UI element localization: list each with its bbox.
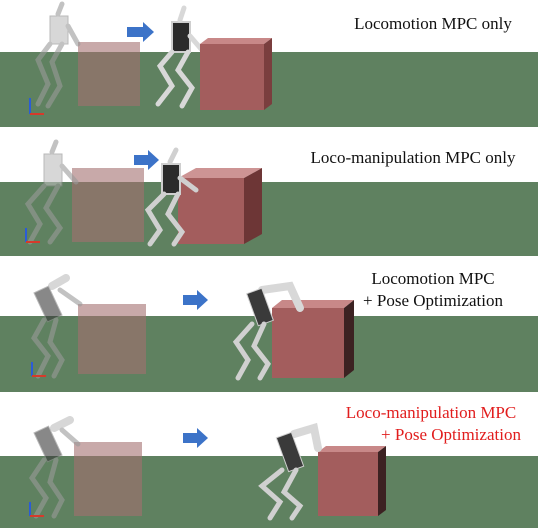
ghost-box xyxy=(78,304,146,374)
axis-icon xyxy=(25,228,40,243)
scene-4 xyxy=(0,416,538,528)
arrow-right-icon xyxy=(134,150,159,170)
ghost-robot xyxy=(28,416,81,519)
box xyxy=(272,300,354,378)
caption-line-1: Loco-manipulation MPC only xyxy=(310,148,516,167)
ghost-box xyxy=(72,168,144,242)
caption-line-2: + Pose Optimization xyxy=(381,425,521,444)
scene-3 xyxy=(0,274,538,392)
panel-3: Locomotion MPC + Pose Optimization xyxy=(0,264,538,392)
caption-line-1: Locomotion MPC only xyxy=(354,14,512,33)
scene-1 xyxy=(0,1,538,127)
arrow-right-icon xyxy=(183,290,208,310)
ghost-box xyxy=(74,442,142,516)
ghost-robot xyxy=(31,274,83,379)
caption-line-2: + Pose Optimization xyxy=(363,291,503,310)
panel-2: Loco-manipulation MPC only xyxy=(0,138,538,256)
ghost-box xyxy=(78,42,140,106)
caption: Loco-manipulation MPC only xyxy=(298,147,528,169)
arrow-right-icon xyxy=(183,428,208,448)
axis-icon xyxy=(29,502,44,517)
box xyxy=(318,446,386,516)
caption-line-1: Loco-manipulation MPC xyxy=(345,403,517,422)
robot xyxy=(258,422,322,521)
scene-2 xyxy=(0,139,538,256)
panel-4: Loco-manipulation MPC + Pose Optimizatio… xyxy=(0,398,538,528)
caption: Locomotion MPC only xyxy=(338,13,528,35)
box xyxy=(178,168,262,244)
arrow-right-icon xyxy=(127,22,154,42)
box xyxy=(200,38,272,110)
caption: Loco-manipulation MPC + Pose Optimizatio… xyxy=(324,402,538,446)
robot xyxy=(232,281,304,381)
ghost-robot xyxy=(35,1,81,109)
axis-icon xyxy=(31,362,46,377)
robot xyxy=(144,147,199,247)
panel-1: Locomotion MPC only xyxy=(0,0,538,127)
ghost-robot xyxy=(24,139,79,245)
caption-line-1: Locomotion MPC xyxy=(371,269,495,288)
axis-icon xyxy=(29,98,44,115)
caption: Locomotion MPC + Pose Optimization xyxy=(328,268,538,312)
